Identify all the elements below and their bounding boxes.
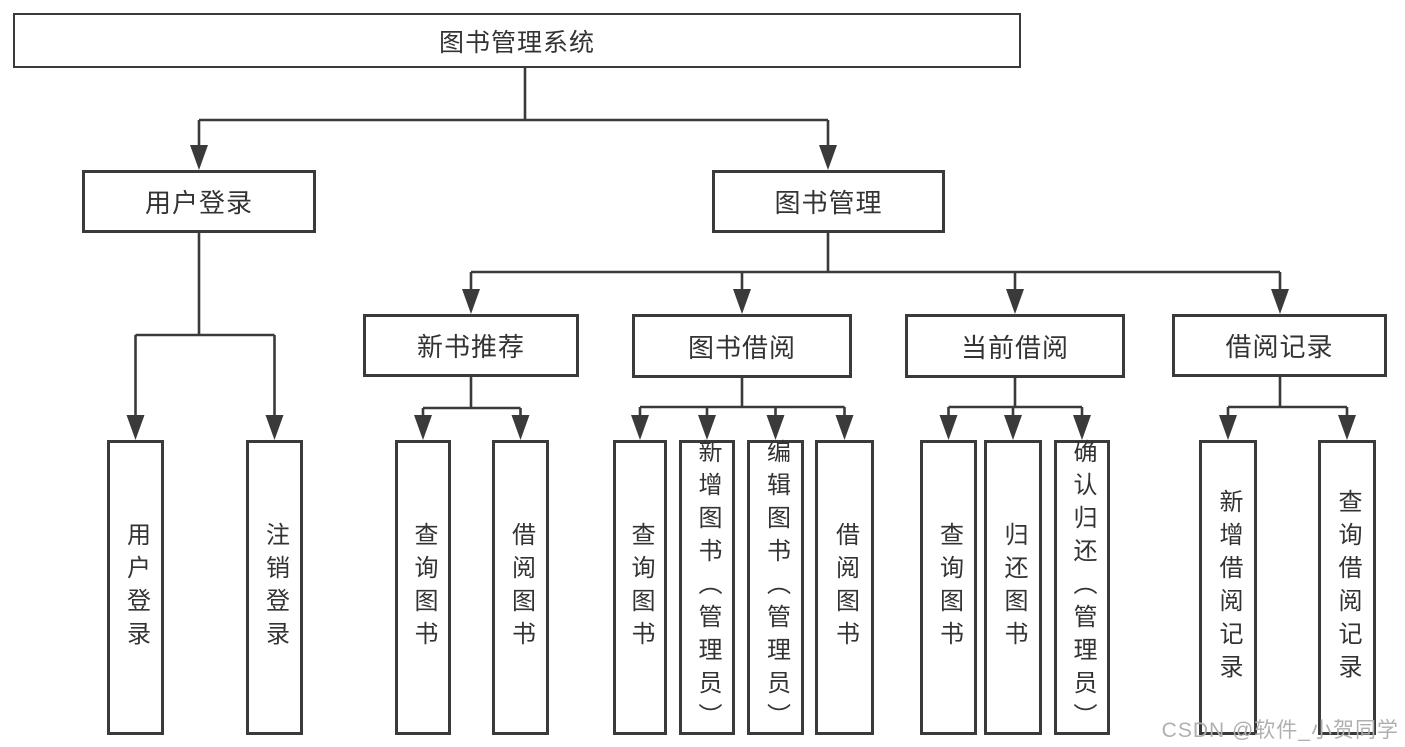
node-label: 查询图书	[935, 521, 963, 654]
node-label: 注销登录	[261, 521, 289, 654]
node-borrow-record: 借阅记录	[1172, 314, 1387, 377]
node-leaf-edit-book-admin: 编辑图书（管理员）	[747, 439, 804, 736]
connector-new-book-to-leaves	[414, 377, 530, 440]
node-label: 用户登录	[122, 521, 150, 654]
node-leaf-confirm-return-admin: 确认归还（管理员）	[1054, 439, 1110, 736]
node-label: 借阅图书	[831, 521, 859, 654]
node-label: 图书管理	[774, 188, 883, 218]
node-label: 借阅记录	[1225, 332, 1334, 362]
node-leaf-query-book-1: 查询图书	[395, 440, 451, 735]
node-leaf-add-borrow-record: 新增借阅记录	[1199, 440, 1257, 735]
node-label: 借阅图书	[507, 521, 535, 654]
node-label: 查询图书	[627, 521, 654, 654]
node-leaf-query-book-2: 查询图书	[613, 440, 667, 735]
node-leaf-borrow-book-2: 借阅图书	[815, 440, 874, 735]
node-label: 图书管理系统	[438, 28, 595, 57]
connector-borrow-record-to-leaves	[1219, 377, 1356, 440]
node-book-mgmt: 图书管理	[712, 170, 945, 233]
node-label: 确认归还（管理员）	[1069, 439, 1096, 736]
node-label: 查询借阅记录	[1334, 488, 1361, 687]
node-label: 新增图书（管理员）	[694, 439, 721, 736]
node-leaf-add-book-admin: 新增图书（管理员）	[679, 439, 735, 736]
connector-book-mgmt-to-level3	[462, 233, 1289, 314]
node-label: 图书借阅	[687, 332, 796, 363]
node-label: 当前借阅	[960, 332, 1069, 363]
node-leaf-logout: 注销登录	[246, 440, 303, 735]
node-label: 用户登录	[144, 188, 253, 218]
node-label: 查询图书	[410, 521, 437, 654]
node-leaf-return-book: 归还图书	[984, 440, 1042, 735]
node-current-borrow: 当前借阅	[905, 314, 1125, 378]
node-book-borrow: 图书借阅	[632, 314, 852, 378]
connector-root-to-level2	[190, 68, 837, 170]
node-label: 归还图书	[1000, 521, 1027, 654]
node-new-book-recommend: 新书推荐	[363, 314, 579, 377]
connector-user-login-to-leaves	[126, 233, 284, 440]
node-user-login: 用户登录	[82, 170, 316, 233]
node-root: 图书管理系统	[13, 13, 1021, 68]
node-label: 新增借阅记录	[1215, 488, 1242, 687]
watermark: CSDN @软件_小贺同学	[1161, 719, 1399, 742]
connector-book-borrow-to-leaves	[631, 378, 854, 440]
node-leaf-borrow-book-1: 借阅图书	[492, 440, 549, 735]
node-leaf-query-book-3: 查询图书	[920, 440, 977, 735]
node-leaf-user-login: 用户登录	[107, 440, 164, 735]
node-label: 新书推荐	[416, 332, 525, 362]
connector-current-borrow-to-leaves	[939, 378, 1091, 440]
node-leaf-query-borrow-record: 查询借阅记录	[1318, 440, 1376, 735]
node-label: 编辑图书（管理员）	[762, 439, 790, 736]
